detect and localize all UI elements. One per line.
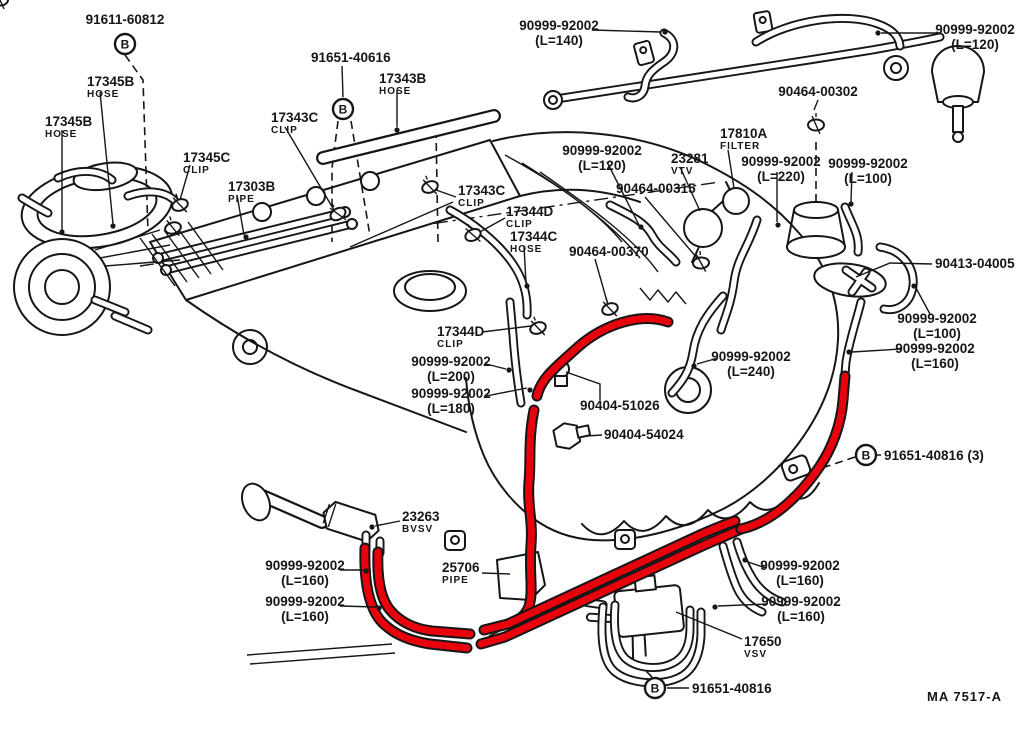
part-label-l-hose-l100-top: 90999-92002(L=100) [828, 156, 908, 186]
part-label-l-hose-l240: 90999-92002(L=240) [711, 349, 791, 379]
engine-line-art [13, 10, 985, 678]
part-label-l-90464-00370: 90464-00370 [569, 244, 649, 259]
leader-lines [59, 29, 940, 689]
bolt-markers: B B B B [113, 32, 878, 700]
bolt-b-2: B [331, 97, 355, 121]
part-label-l-91651-40816-b: 91651-40816 [692, 681, 772, 696]
part-label-l-hose-l120-mid: 90999-92002(L=120) [562, 143, 642, 173]
figure-code: MA 7517-A [927, 689, 1002, 704]
part-label-l-91611-60812: 91611-60812 [86, 12, 165, 27]
part-label-l-hose-l120-tr: 90999-92002(L=120) [935, 22, 1015, 52]
svg-text:B: B [651, 682, 660, 696]
part-label-l-91651-40816-3: 91651-40816 (3) [884, 448, 984, 463]
part-label-l-hose-l180: 90999-92002(L=180) [411, 386, 491, 416]
part-label-l-hose-l160-right: 90999-92002(L=160) [895, 341, 975, 371]
svg-text:B: B [339, 103, 348, 117]
hose-clips [0, 0, 9, 10]
part-label-l-90464-00302: 90464-00302 [778, 84, 858, 99]
part-label-l-90464-00315: 90464-00315 [616, 181, 696, 196]
red-highlight-hoses [359, 313, 851, 654]
part-label-l-hose-l140: 90999-92002(L=140) [519, 18, 599, 48]
part-label-l-hose-l220: 90999-92002(L=220) [741, 154, 821, 184]
part-label-l-90404-51026: 90404-51026 [580, 398, 660, 413]
part-label-l-hose-l160-bl1: 90999-92002(L=160) [265, 558, 345, 588]
part-label-l-hose-l160-br2: 90999-92002(L=160) [761, 594, 841, 624]
bolt-b-4: B [643, 676, 667, 700]
part-label-l-91651-40616: 91651-40616 [311, 50, 391, 65]
part-label-l-hose-l160-br1: 90999-92002(L=160) [760, 558, 840, 588]
bolt-b-1: B [113, 32, 137, 56]
part-label-l-hose-l200: 90999-92002(L=200) [411, 354, 491, 384]
part-label-l-90413-04005: 90413-04005 [935, 256, 1015, 271]
part-label-l-90404-54024: 90404-54024 [604, 427, 684, 442]
black-hoses [53, 13, 918, 688]
svg-text:B: B [862, 449, 871, 463]
bolt-b-3: B [854, 443, 878, 467]
svg-text:B: B [121, 38, 130, 52]
part-label-l-hose-l100-right: 90999-92002(L=100) [897, 311, 977, 341]
part-label-l-hose-l160-bl2: 90999-92002(L=160) [265, 594, 345, 624]
